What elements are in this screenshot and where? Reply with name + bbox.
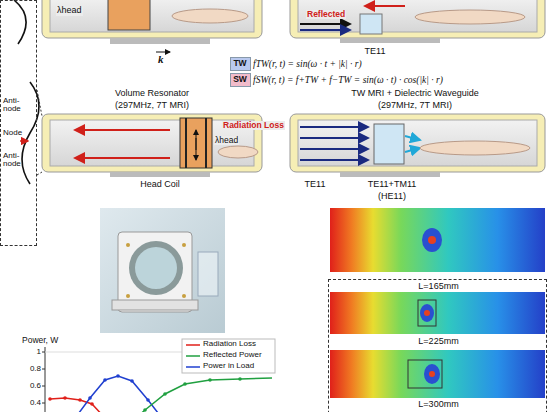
node-text: L=300mm <box>329 400 548 409</box>
label-text: 0.8 <box>30 365 41 374</box>
label-text: λhead <box>56 6 83 16</box>
label-text: λhead <box>214 136 239 145</box>
label-text: 0.4 <box>30 399 41 408</box>
node-text: Node <box>3 129 25 137</box>
legend-text: Reflected Power <box>203 351 262 360</box>
label-text: k <box>158 53 164 65</box>
label-text: TE11 <box>305 180 326 190</box>
legend-text: TW <box>233 59 246 68</box>
label-text: fTW(r, t) = sin(ω · t + |k| · r) <box>253 59 362 69</box>
label-text: 0.6 <box>30 382 41 391</box>
legend-text: Radiation Loss <box>203 340 256 349</box>
label-text: Power, W <box>22 336 58 345</box>
legend-text: Power in Load <box>203 362 254 371</box>
label-text: (HE11) <box>378 192 406 202</box>
node-text: L=165mm <box>329 282 548 291</box>
node-text: Anti-node <box>3 152 25 169</box>
label-text: Volume Resonator <box>115 89 189 99</box>
zoom-box: Anti-nodeNodeAnti-node <box>0 0 37 246</box>
node-text: L=225mm <box>329 337 548 346</box>
label-text: (297MHz, 7T MRI) <box>378 101 452 111</box>
label-text: fSW(r, t) = f+TW + f−TW = sin(ω · t) · c… <box>253 75 443 85</box>
label-text: Head Coil <box>140 180 180 190</box>
label-text: Radiation Loss <box>222 121 285 130</box>
label-text: TE11+TM11 <box>368 180 416 190</box>
node-text: Anti-node <box>3 97 25 114</box>
label-text: Reflected <box>306 10 346 19</box>
label-text: TW MRI + Dielectric Waveguide <box>351 89 478 99</box>
label-text: 1 <box>37 348 41 357</box>
legend-text: SW <box>233 75 247 84</box>
label-text: TE11 <box>365 47 386 57</box>
zoom-box: L=165mmL=225mmL=300mm <box>328 279 547 412</box>
label-text: (297MHz, 7T MRI) <box>115 101 189 111</box>
